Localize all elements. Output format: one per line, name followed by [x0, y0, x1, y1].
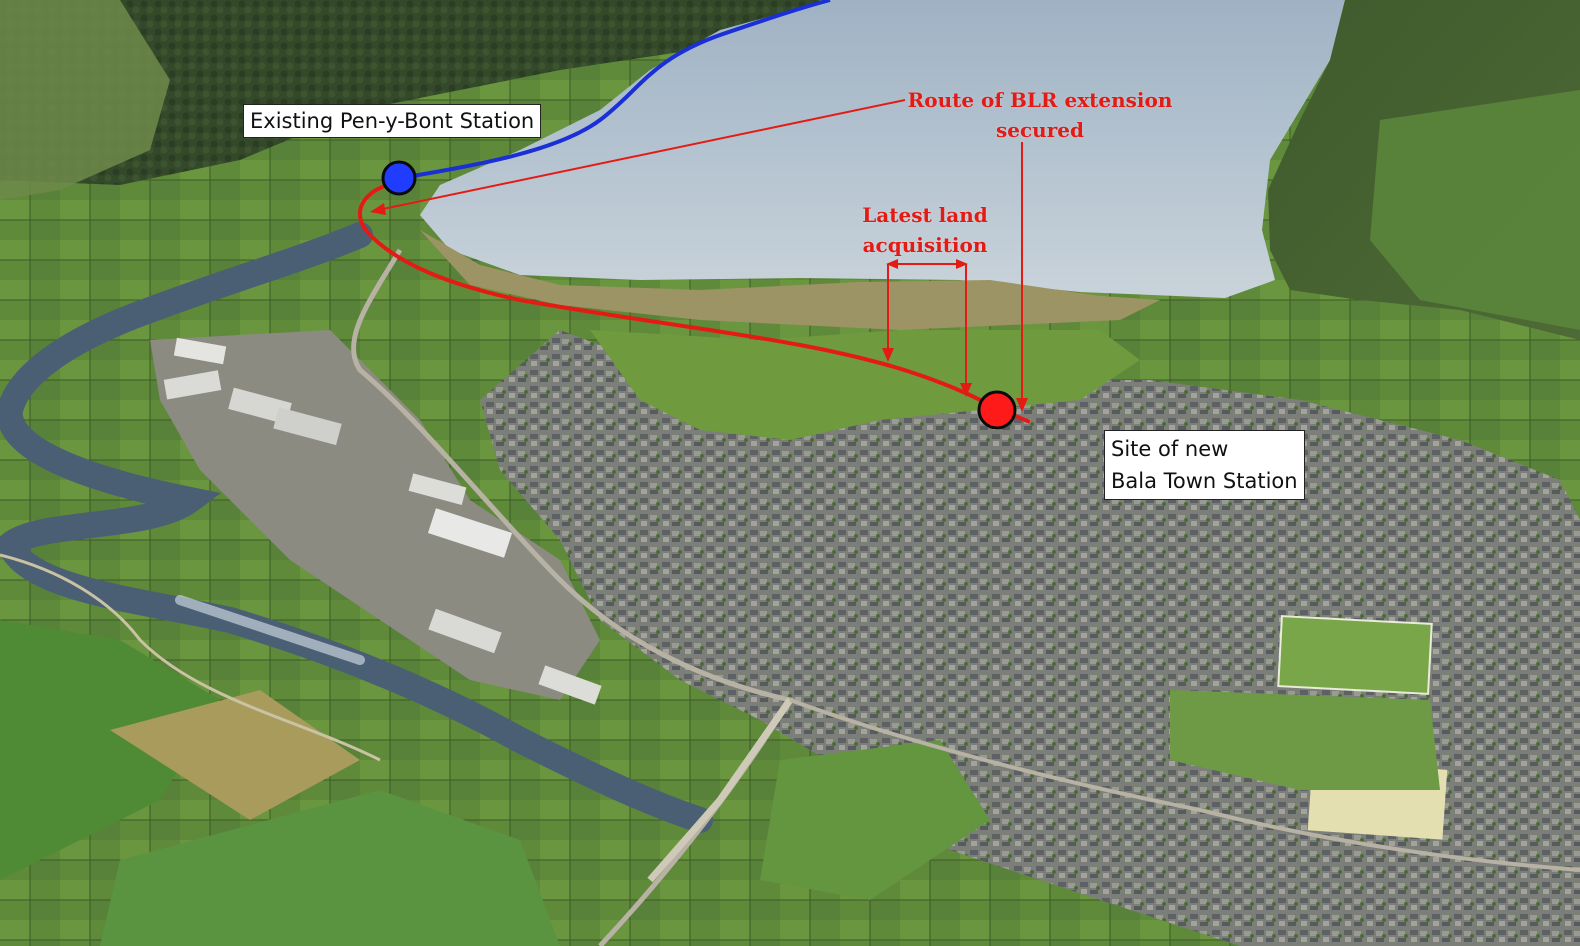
forested-hillside-left [0, 0, 820, 185]
land-bracket-left-arrowhead [882, 348, 894, 362]
sports-pitch [1277, 615, 1433, 695]
route-callout-line2: secured [996, 118, 1084, 142]
land-acquisition-line1: Latest land [862, 203, 988, 227]
warehouse [173, 337, 227, 365]
town-area [480, 330, 1580, 946]
field-bottom-center [760, 740, 990, 900]
warehouse [427, 508, 513, 558]
field-bottom [100, 790, 560, 946]
land-bracket-right-arrowhead [960, 383, 972, 397]
land-bracket-left-head [886, 259, 898, 269]
field-lower-middle [110, 690, 360, 820]
existing-station-label-text: Existing Pen-y-Bont Station [250, 109, 535, 133]
route-callout-arrow [377, 99, 906, 211]
warehouse [273, 407, 342, 446]
warehouse [538, 665, 602, 705]
bridge-road [647, 697, 793, 883]
river-highlight [175, 595, 365, 665]
playing-fields [590, 330, 1140, 440]
new-station-label-line1: Site of new [1111, 437, 1229, 461]
new-station-label: Site of new Bala Town Station [1104, 430, 1305, 500]
warehouse [228, 387, 292, 425]
warehouse [408, 473, 467, 505]
lake-shore [420, 230, 1160, 330]
secured-callout-arrowhead [1016, 398, 1028, 412]
existing-station-label: Existing Pen-y-Bont Station [243, 104, 542, 138]
new-station-label-line2: Bala Town Station [1111, 469, 1298, 493]
land-bracket-right-head [956, 259, 968, 269]
new-station-marker[interactable] [977, 390, 1017, 430]
route-callout-line1: Route of BLR extension [907, 88, 1173, 112]
river [0, 222, 713, 833]
route-callout-arrowhead [370, 203, 386, 215]
warehouse [163, 370, 222, 400]
industrial-estate [150, 330, 600, 700]
warehouse [428, 608, 502, 654]
field-lower-left [0, 620, 220, 880]
land-acquisition-label: Latest land acquisition [850, 200, 1000, 260]
fields-right [1370, 90, 1580, 330]
field-right [1170, 690, 1440, 790]
existing-station-marker[interactable] [381, 160, 417, 196]
hill-slope-left [0, 0, 170, 200]
field-track [0, 553, 381, 762]
existing-railway-line [399, 0, 831, 180]
extension-route-line [358, 180, 1031, 424]
land-acquisition-line2: acquisition [862, 233, 988, 257]
town-road [789, 698, 1580, 872]
route-callout-label: Route of BLR extension secured [905, 85, 1175, 145]
